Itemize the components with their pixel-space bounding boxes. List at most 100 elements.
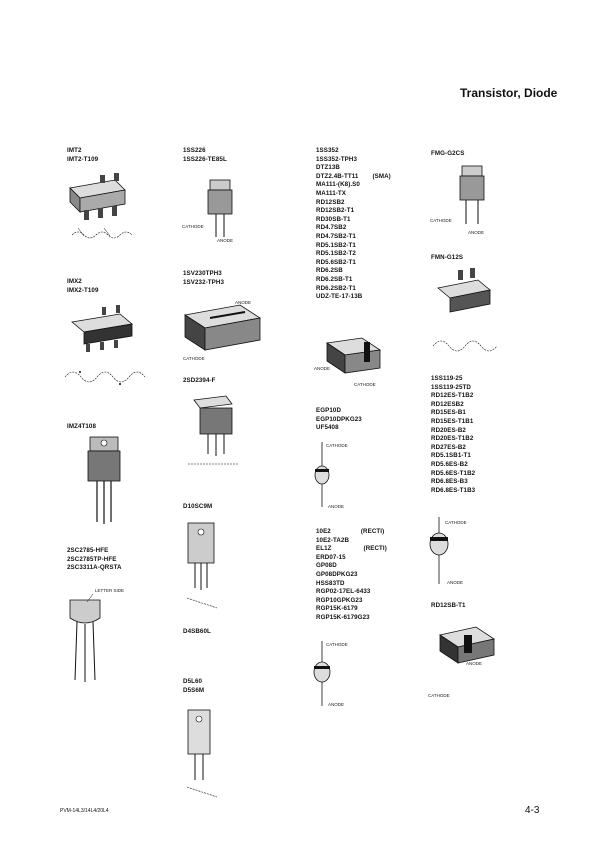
part-number: 1SS226-TE85L bbox=[183, 155, 227, 163]
part-note: (RECTI) bbox=[360, 528, 385, 535]
part-list-2sc2785: 2SC2785-HFE 2SC2785TP-HFE 2SC3311A-QRSTA bbox=[67, 547, 122, 573]
part-number: 2SC3311A-QRSTA bbox=[67, 564, 122, 572]
part-number: RD5.1SB2-T1 bbox=[316, 241, 356, 249]
part-number: RD5.6ES-B2 bbox=[431, 460, 468, 468]
smd-diode-icon: ANODE CATHODE bbox=[180, 290, 270, 365]
part-number: EL1Z(RECTI) bbox=[316, 545, 387, 553]
part-number: RD12ES-T1B2 bbox=[431, 392, 474, 400]
cathode-label: CATHODE bbox=[326, 443, 348, 448]
anode-label: ANODE bbox=[217, 238, 233, 243]
anode-label: ANODE bbox=[328, 504, 344, 509]
part-list-fmn: FMN-G12S bbox=[431, 254, 463, 263]
part-list-1sv230: 1SV230TPH3 1SV232-TPH3 bbox=[183, 270, 224, 287]
bridge-package-icon bbox=[428, 266, 508, 361]
cathode-label: CATHODE bbox=[430, 218, 452, 223]
part-number: RD20ES-T1B2 bbox=[431, 435, 474, 443]
diode-axial-icon: CATHODE ANODE bbox=[312, 636, 362, 711]
part-number: RGP15K-6179 bbox=[316, 605, 358, 613]
part-list-d10sc9m: D10SC9M bbox=[183, 503, 212, 512]
part-number: RGP10GPKG23 bbox=[316, 596, 363, 604]
part-number: FMG-G2CS bbox=[431, 150, 465, 157]
to220-package-icon bbox=[183, 705, 223, 805]
part-note: (RECTI) bbox=[363, 545, 387, 553]
part-number: RD20ES-B2 bbox=[431, 426, 466, 434]
to92-package-icon: LETTER SIDE bbox=[55, 580, 125, 690]
part-number: RD5.6ES-T1B2 bbox=[431, 469, 476, 477]
sot-package-icon bbox=[60, 302, 150, 397]
part-list-2sd2394: 2SD2394-F bbox=[183, 377, 216, 386]
part-number: 10E2(RECTI) bbox=[316, 528, 385, 535]
part-number: EGP10DPKG23 bbox=[316, 415, 362, 423]
part-number: IMT2 bbox=[67, 147, 82, 154]
part-number: IMT2-T109 bbox=[67, 155, 99, 163]
part-number: DTZ2.4B-TT11(SMA) bbox=[316, 172, 391, 180]
part-number: RD12SB2 bbox=[316, 198, 345, 206]
part-number: RD12SB-T1 bbox=[431, 602, 466, 609]
to220-package-icon bbox=[183, 518, 223, 613]
cathode-label: CATHODE bbox=[183, 356, 205, 361]
part-list-1ss352: 1SS352 1SS352-TPH3 DTZ13B DTZ2.4B-TT11(S… bbox=[316, 147, 391, 302]
part-number: 2SD2394-F bbox=[183, 377, 216, 384]
part-number: HSS83TD bbox=[316, 579, 345, 587]
part-number: D4SB60L bbox=[183, 628, 211, 635]
part-number: IMX2 bbox=[67, 278, 82, 285]
part-number: RD5.1SB1-T1 bbox=[431, 452, 471, 460]
part-number: DTZ13B bbox=[316, 164, 340, 172]
part-list-rd12sb: RD12SB-T1 bbox=[431, 602, 466, 611]
anode-label: ANODE bbox=[235, 300, 251, 305]
smd-diode-icon: ANODE CATHODE bbox=[312, 328, 392, 393]
part-list-d4sb60l: D4SB60L bbox=[183, 628, 211, 637]
anode-label: ANODE bbox=[314, 366, 330, 371]
part-number: 2SC2785-HFE bbox=[67, 547, 109, 554]
part-list-imx2: IMX2 IMX2-T109 bbox=[67, 278, 99, 295]
anode-label: ANODE bbox=[466, 661, 482, 666]
part-number: 10E2-TA2B bbox=[316, 536, 350, 544]
cathode-label: CATHODE bbox=[354, 382, 376, 387]
part-number: RD6.8ES-T1B3 bbox=[431, 486, 476, 494]
part-number: RD15ES-B1 bbox=[431, 409, 466, 417]
part-list-1ss226: 1SS226 1SS226-TE85L bbox=[183, 147, 227, 164]
part-number: RD4.7SB2 bbox=[316, 224, 347, 232]
to220-package-icon: CATHODE ANODE bbox=[428, 160, 508, 240]
part-list-egp10d: EGP10D EGP10DPKG23 UF5408 bbox=[316, 407, 362, 433]
part-number: RD27ES-B2 bbox=[431, 443, 466, 451]
to220-package-icon bbox=[85, 432, 125, 532]
footer-model: PVM-14L3/14L4/20L4 bbox=[60, 808, 109, 814]
part-number: MA111-TX bbox=[316, 189, 347, 197]
part-number: GP08D bbox=[316, 562, 337, 570]
to220-package-icon: CATHODE ANODE bbox=[180, 175, 250, 250]
part-number: RGP02-17EL-6433 bbox=[316, 588, 371, 596]
part-number: RD6.2SB-T1 bbox=[316, 275, 353, 283]
part-number: RD6.8ES-B3 bbox=[431, 478, 468, 486]
cathode-label: CATHODE bbox=[182, 224, 204, 229]
part-number: RD12ESB2 bbox=[431, 400, 464, 408]
part-number: 1SS226 bbox=[183, 147, 206, 154]
part-number: EGP10D bbox=[316, 407, 342, 414]
part-number: IMX2-T109 bbox=[67, 286, 99, 294]
page-title: Transistor, Diode bbox=[460, 86, 558, 100]
part-list-10e2: 10E2(RECTI) 10E2-TA2B EL1Z(RECTI) ERD07-… bbox=[316, 528, 387, 623]
part-number: RD4.7SB2-T1 bbox=[316, 232, 356, 240]
part-number: RD30SB-T1 bbox=[316, 215, 351, 223]
part-list-1ss119: 1SS119-25 1SS119-25TD RD12ES-T1B2 RD12ES… bbox=[431, 375, 475, 495]
part-number: 1SS119-25 bbox=[431, 375, 463, 382]
to220-package-icon bbox=[180, 392, 250, 477]
part-number: 2SC2785TP-HFE bbox=[67, 555, 117, 563]
part-number: IMZ4T108 bbox=[67, 423, 96, 430]
part-number: ERD07-15 bbox=[316, 553, 346, 561]
part-number: RD5.1SB2-T2 bbox=[316, 250, 356, 258]
part-number: D5L60 bbox=[183, 678, 203, 685]
part-number: FMN-G12S bbox=[431, 254, 464, 261]
part-number: D10SC9M bbox=[183, 503, 213, 510]
anode-label: ANODE bbox=[328, 702, 344, 707]
part-number: 1SV230TPH3 bbox=[183, 270, 222, 277]
part-number: 1SS119-25TD bbox=[431, 383, 471, 391]
part-number: RD12SB2-T1 bbox=[316, 207, 355, 215]
diode-axial-icon: CATHODE ANODE bbox=[425, 512, 485, 592]
part-list-d5l60: D5L60 D5S6M bbox=[183, 678, 204, 695]
part-number: RD6.2SB2-T1 bbox=[316, 284, 356, 292]
part-number: UDZ-TE-17-13B bbox=[316, 293, 363, 301]
letter-side-label: LETTER SIDE bbox=[95, 588, 124, 593]
anode-label: ANODE bbox=[447, 580, 463, 585]
part-number: MA111-(K8).S0 bbox=[316, 181, 360, 189]
